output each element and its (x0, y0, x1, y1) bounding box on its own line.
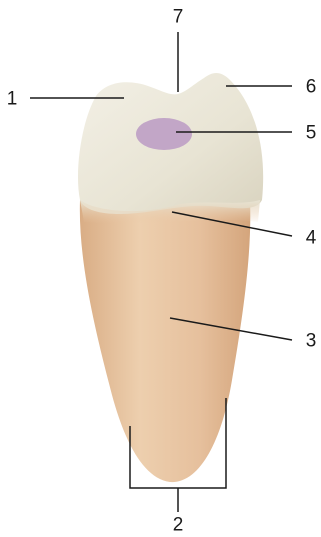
label-6: 6 (306, 78, 317, 97)
label-2: 2 (173, 516, 184, 535)
root (80, 200, 250, 482)
contact-facet (136, 118, 192, 150)
label-7: 7 (173, 8, 184, 27)
label-1: 1 (7, 90, 18, 109)
label-5: 5 (306, 124, 317, 143)
label-3: 3 (306, 332, 317, 351)
label-4: 4 (306, 229, 317, 248)
